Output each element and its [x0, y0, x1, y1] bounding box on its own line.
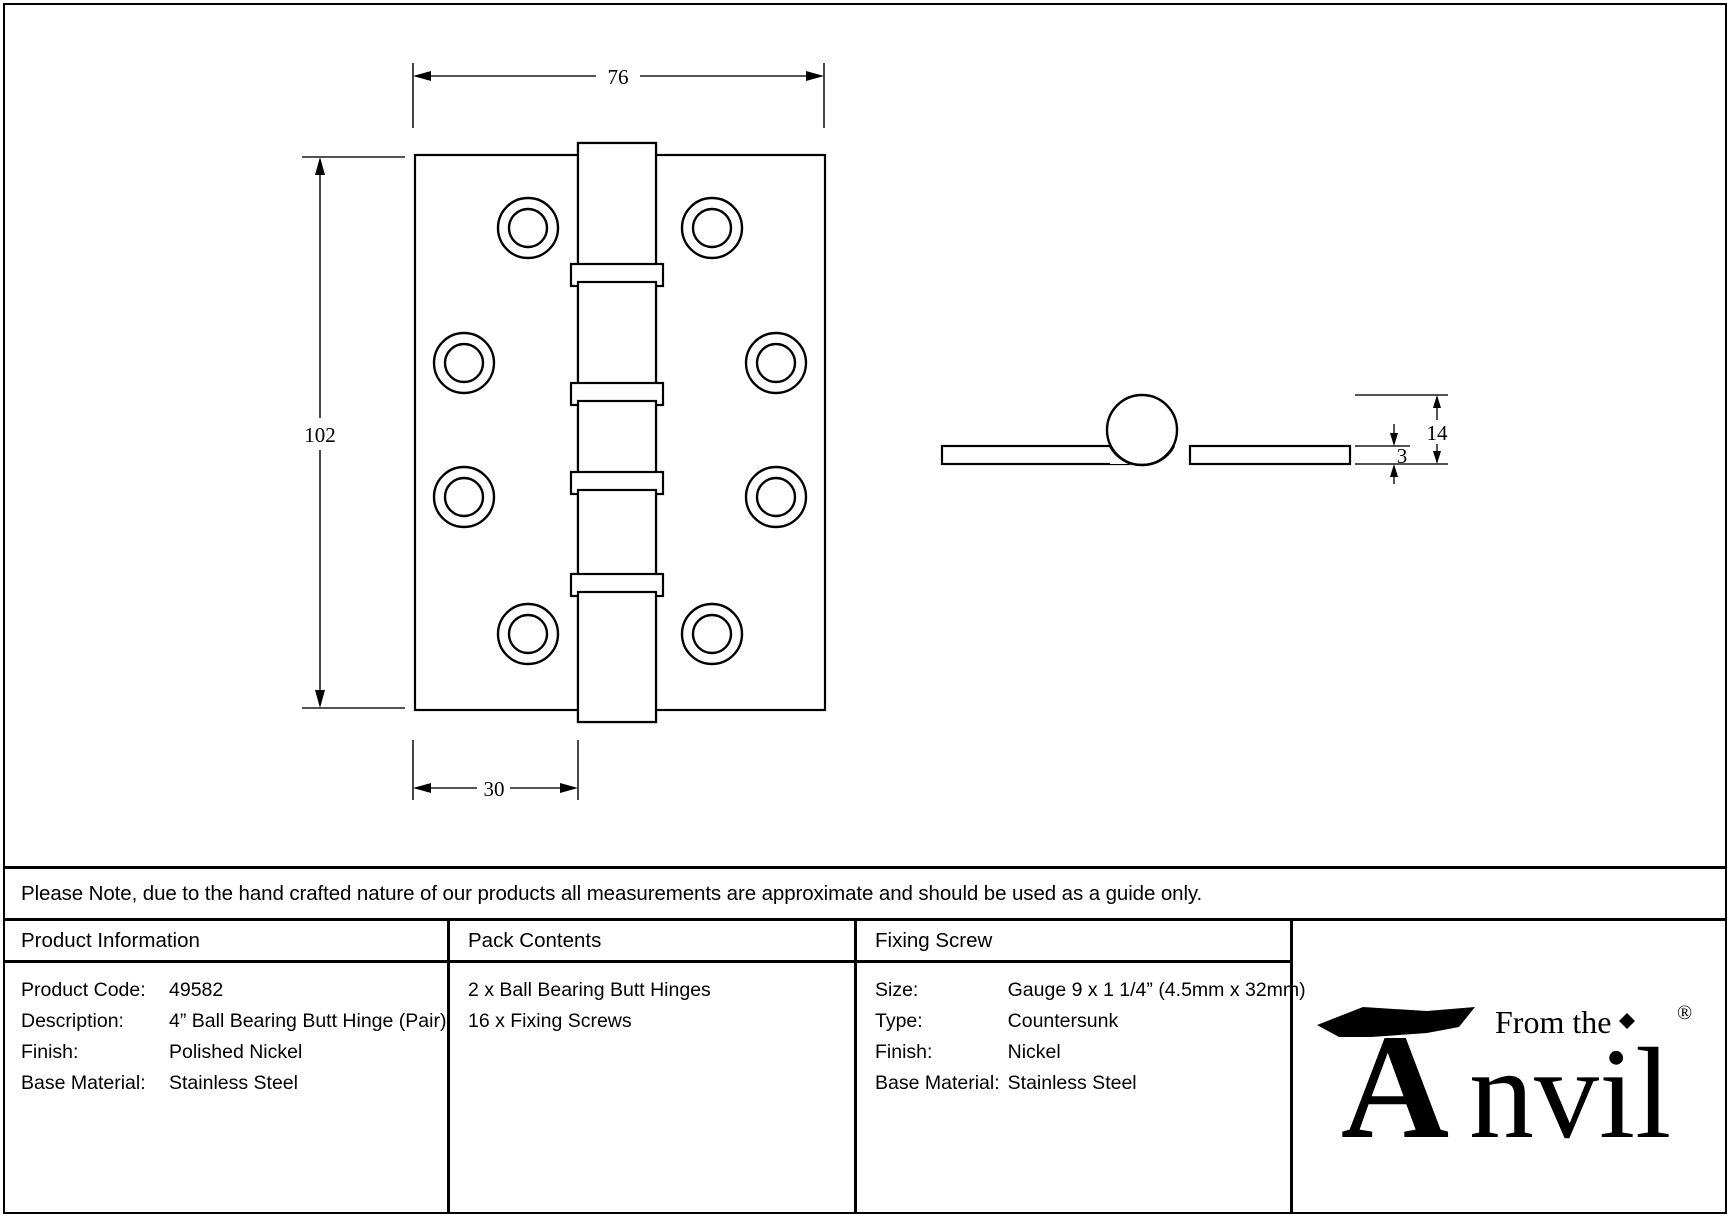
- brand-logo: A nvil From the ®: [1293, 921, 1724, 1214]
- barrel-lower-arc: [1108, 445, 1176, 467]
- side-view: [940, 393, 1352, 467]
- table-row: Finish: Nickel: [875, 1041, 1306, 1072]
- arrowhead-3-bottom: [1390, 464, 1398, 477]
- pack-contents-column: Pack Contents 2 x Ball Bearing Butt Hing…: [450, 921, 857, 1214]
- registered-trademark-icon: ®: [1677, 1002, 1692, 1024]
- page-border: [3, 3, 1727, 1214]
- screw-hole: [680, 196, 744, 260]
- pack-contents-body: 2 x Ball Bearing Butt Hinges 16 x Fixing…: [450, 963, 854, 1214]
- logo-tagline: From the: [1495, 1004, 1611, 1040]
- fixing-screw-column: Fixing Screw Size: Gauge 9 x 1 1/4” (4.5…: [857, 921, 1306, 1214]
- knuckle-segment-4: [576, 488, 658, 580]
- dimension-label-side-total: 14: [1427, 421, 1449, 445]
- right-leaf-plate: [653, 153, 827, 712]
- fixing-screw-table: Size: Gauge 9 x 1 1/4” (4.5mm x 32mm) Ty…: [875, 979, 1306, 1103]
- dimension-height-102: 102: [302, 156, 405, 709]
- logo-word-anvil: nvil: [1469, 1022, 1671, 1150]
- screw-hole: [432, 331, 496, 395]
- information-block: Please Note, due to the hand crafted nat…: [3, 866, 1727, 1214]
- description-label: Description:: [21, 1010, 124, 1032]
- knuckle-segments: [569, 141, 665, 724]
- dimension-label-width: 76: [608, 65, 629, 89]
- product-information-heading: Product Information: [3, 921, 447, 963]
- brand-logo-column: A nvil From the ®: [1293, 921, 1724, 1214]
- table-row: Base Material: Stainless Steel: [21, 1072, 446, 1103]
- arrowhead-right: [806, 71, 824, 81]
- screw-hole: [744, 331, 808, 395]
- screw-finish-value: Nickel: [1007, 1041, 1061, 1063]
- product-code-label: Product Code:: [21, 979, 146, 1001]
- product-code-value: 49582: [169, 979, 224, 1001]
- side-left-leaf: [940, 444, 1134, 466]
- screw-type-label: Type:: [875, 1010, 923, 1032]
- anvil-icon: [1316, 1007, 1475, 1037]
- dimension-side-thickness: 14 3: [1355, 394, 1449, 484]
- product-information-body: Product Code: 49582 Description: 4” Ball…: [3, 963, 447, 1214]
- screw-base-material-label: Base Material:: [875, 1072, 1000, 1094]
- dimension-label-side-leaf: 3: [1397, 444, 1408, 468]
- screw-hole: [432, 465, 496, 529]
- screw-holes-left: [432, 196, 560, 666]
- logo-letter-a: A: [1340, 1004, 1448, 1150]
- dimension-label-knuckle: 30: [484, 777, 505, 801]
- product-information-column: Product Information Product Code: 49582 …: [3, 921, 450, 1214]
- dimension-label-height: 102: [304, 423, 336, 447]
- screw-hole: [496, 602, 560, 666]
- table-row: Product Code: 49582: [21, 979, 446, 1010]
- screw-hole: [744, 465, 808, 529]
- dimension-width-76: 76: [412, 63, 825, 128]
- arrowhead-bottom: [315, 690, 325, 708]
- arrowhead-3-top: [1390, 433, 1398, 446]
- pack-contents-heading: Pack Contents: [450, 921, 854, 963]
- description-value: 4” Ball Bearing Butt Hinge (Pair): [169, 1010, 447, 1032]
- fixing-screw-body: Size: Gauge 9 x 1 1/4” (4.5mm x 32mm) Ty…: [857, 963, 1306, 1214]
- screw-hole: [680, 602, 744, 666]
- dimension-knuckle-30: 30: [412, 740, 579, 801]
- screw-holes-right: [680, 196, 808, 666]
- hinge-drawing-svg: 76 102 30: [302, 63, 1449, 801]
- finish-label: Finish:: [21, 1041, 79, 1063]
- note-row: Please Note, due to the hand crafted nat…: [3, 869, 1727, 921]
- knuckle-segment-1: [576, 141, 658, 270]
- note-text: Please Note, due to the hand crafted nat…: [21, 881, 1203, 905]
- screw-size-value: Gauge 9 x 1 1/4” (4.5mm x 32mm): [1007, 979, 1306, 1001]
- fixing-screw-heading: Fixing Screw: [857, 921, 1290, 963]
- side-right-leaf: [1188, 444, 1352, 466]
- arrowhead-14-top: [1433, 395, 1441, 408]
- from-the-anvil-logo-svg: A nvil From the ®: [1316, 1002, 1692, 1150]
- knuckle-segment-5: [576, 590, 658, 724]
- left-leaf-plate: [413, 153, 587, 712]
- screw-base-material-value: Stainless Steel: [1007, 1072, 1137, 1094]
- arrowhead-14-bottom: [1433, 451, 1441, 464]
- table-row: Base Material: Stainless Steel: [875, 1072, 1306, 1103]
- front-view: [413, 141, 827, 724]
- arrowhead-left: [413, 783, 431, 793]
- screw-size-label: Size:: [875, 979, 919, 1001]
- drawing-area: 76 102 30: [302, 63, 1449, 801]
- base-material-value: Stainless Steel: [169, 1072, 298, 1094]
- list-item: 2 x Ball Bearing Butt Hinges: [468, 979, 711, 1001]
- table-row: Type: Countersunk: [875, 1010, 1306, 1041]
- screw-type-value: Countersunk: [1007, 1010, 1119, 1032]
- knuckle-segment-3: [576, 399, 658, 478]
- product-information-table: Product Code: 49582 Description: 4” Ball…: [21, 979, 446, 1103]
- table-row: Finish: Polished Nickel: [21, 1041, 446, 1072]
- info-columns: Product Information Product Code: 49582 …: [3, 921, 1727, 1214]
- arrowhead-right: [560, 783, 578, 793]
- screw-hole: [496, 196, 560, 260]
- knuckle-segment-2: [576, 280, 658, 389]
- finish-value: Polished Nickel: [169, 1041, 303, 1063]
- arrowhead-left: [413, 71, 431, 81]
- arrowhead-top: [315, 157, 325, 175]
- table-row: Size: Gauge 9 x 1 1/4” (4.5mm x 32mm): [875, 979, 1306, 1010]
- table-row: Description: 4” Ball Bearing Butt Hinge …: [21, 1010, 446, 1041]
- base-material-label: Base Material:: [21, 1072, 146, 1094]
- list-item: 16 x Fixing Screws: [468, 1010, 632, 1032]
- screw-finish-label: Finish:: [875, 1041, 933, 1063]
- diamond-icon: [1618, 1013, 1635, 1029]
